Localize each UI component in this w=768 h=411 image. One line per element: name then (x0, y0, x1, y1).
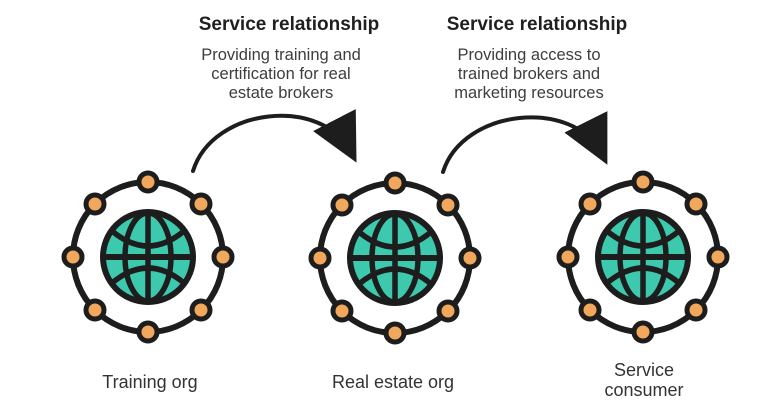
relationship-1-description: Providing training and certification for… (201, 46, 361, 102)
network-globe-icon-real-estate-org (307, 170, 483, 346)
node-label-training-org: Training org (102, 372, 198, 392)
relationship-2-description: Providing access to trained brokers and … (454, 46, 604, 102)
network-globe-icon-training-org (60, 169, 236, 345)
relationship-1-title: Service relationship (198, 14, 380, 35)
relationship-2-title: Service relationship (446, 14, 628, 35)
curved-arrow-realestate-to-consumer (441, 111, 608, 174)
node-label-service-consumer: Service consumer (604, 360, 684, 400)
curved-arrow-training-to-realestate (191, 108, 357, 173)
node-label-real-estate-org: Real estate org (331, 372, 455, 392)
network-globe-icon-service-consumer (555, 169, 731, 345)
